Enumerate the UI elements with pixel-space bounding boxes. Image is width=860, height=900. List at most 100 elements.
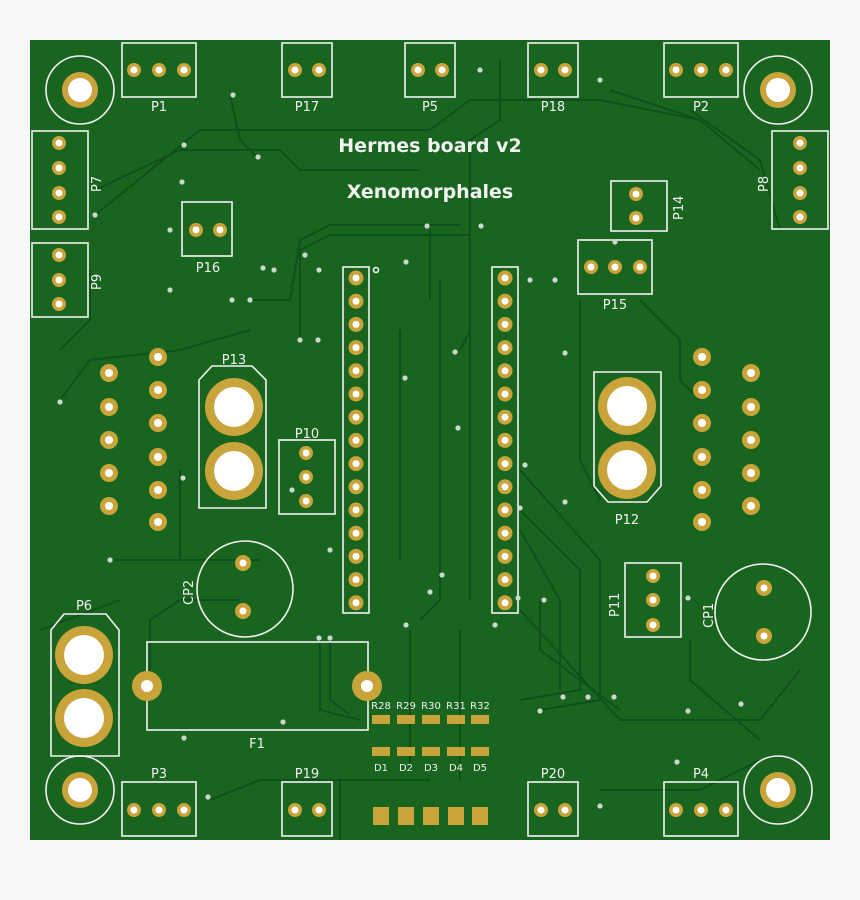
board-substrate [30,40,830,840]
header-pin [497,479,513,495]
header-left-15pin [342,266,380,614]
connector-p12: P12 [593,371,662,528]
dsub-pin [100,364,118,382]
via [585,694,591,700]
smd-pad [398,807,414,825]
via [181,142,187,148]
header-pin [348,316,364,332]
via [439,572,445,578]
via [327,635,333,641]
via [674,759,680,765]
header-pin [348,386,364,402]
header-pin [497,386,513,402]
copper-traces [39,60,801,840]
dsub-right-pads [693,348,760,531]
label-r28: R28 [371,701,391,712]
via [271,267,277,273]
label-p1: P1 [151,100,167,115]
label-d2: D2 [399,763,413,774]
label-p3: P3 [151,767,167,782]
label-cp1: CP1 [702,603,717,628]
smd-pad [448,807,464,825]
connector-p16: P16 [181,201,233,276]
via [230,92,236,98]
mounting-hole-top-right [743,55,813,125]
connector-p18: P18 [527,42,579,115]
resistor-array: R28 R29 R30 R31 R32 [371,701,490,756]
capacitor-cp1: CP1 [702,563,812,661]
dsub-pin [149,414,167,432]
dsub-pin [742,364,760,382]
header-pin [348,340,364,356]
mounting-hole-top-left [45,55,115,125]
label-p16: P16 [196,261,220,276]
via [302,252,308,258]
dsub-pin [149,348,167,366]
via [552,277,558,283]
header-pin [497,293,513,309]
header-pin [348,479,364,495]
via [597,77,603,83]
header-pin [348,293,364,309]
connector-p19: P19 [281,767,333,837]
dsub-left-pads [100,348,167,531]
via [515,595,521,601]
header-pin [497,572,513,588]
label-p2: P2 [693,100,709,115]
via [517,505,523,511]
via [522,462,528,468]
via [537,708,543,714]
header-pin [497,432,513,448]
label-r29: R29 [396,701,416,712]
via [205,794,211,800]
label-d3: D3 [424,763,438,774]
header-pin [497,525,513,541]
connector-p3: P3 [121,767,197,837]
via [611,694,617,700]
dsub-pin [693,513,711,531]
label-d4: D4 [449,763,463,774]
fuse-f1: F1 [132,641,382,752]
smd-pad [372,747,390,756]
dsub-pin [693,381,711,399]
header-pin [497,270,513,286]
via [685,595,691,601]
label-p10: P10 [295,427,319,442]
via [255,154,261,160]
dsub-pin [693,448,711,466]
via [92,212,98,218]
via [477,67,483,73]
dsub-pin [742,497,760,515]
label-p7: P7 [90,176,105,192]
via [180,475,186,481]
via [297,337,303,343]
via [424,223,430,229]
board-title: Hermes board v2 [338,135,521,157]
label-p11: P11 [608,593,623,617]
header-pin [348,525,364,541]
header-pin [348,409,364,425]
header-pin [497,316,513,332]
label-d1: D1 [374,763,388,774]
header-pin [348,572,364,588]
header-pin [497,502,513,518]
via [289,487,295,493]
via [455,425,461,431]
connector-p6: P6 [50,599,120,757]
via [562,499,568,505]
dsub-pin [100,464,118,482]
header-right-15pin [491,266,519,614]
via [167,227,173,233]
dsub-pin [149,481,167,499]
label-p12: P12 [615,513,639,528]
via [541,597,547,603]
dsub-pin [100,431,118,449]
connector-p10: P10 [278,427,336,515]
mounting-hole-bottom-right [743,755,813,825]
via [402,375,408,381]
dsub-pin [742,398,760,416]
header-pin [348,432,364,448]
label-p13: P13 [222,353,246,368]
label-p15: P15 [603,298,627,313]
